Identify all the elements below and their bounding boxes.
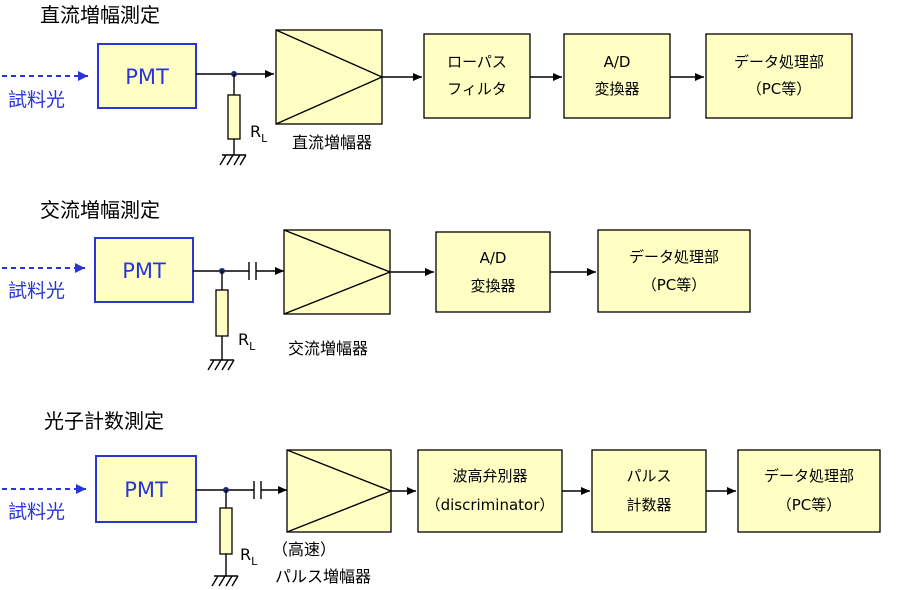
amplifier-block — [283, 229, 391, 315]
discriminator-block — [417, 449, 563, 533]
load-resistor — [215, 289, 229, 337]
pmt-block — [94, 237, 194, 303]
block-label-line: フィルタ — [447, 80, 507, 98]
sample-light-label: 試料光 — [8, 89, 65, 111]
amplifier-label: パルス増幅器 — [275, 567, 371, 586]
block-label-line: （discriminator） — [426, 496, 555, 514]
block-label-line: パルス — [626, 467, 671, 485]
ground-icon — [219, 154, 247, 166]
data-processing-block — [705, 33, 853, 119]
amplifier-block — [275, 29, 383, 125]
block-label-line: 波高弁別器 — [452, 467, 527, 485]
ad-converter-block — [563, 33, 671, 119]
section-title: 直流増幅測定 — [40, 3, 160, 27]
pmt-label: PMT — [122, 259, 166, 283]
block-label-line: 変換器 — [594, 80, 639, 98]
load-resistor — [219, 507, 233, 555]
block-label-line: 変換器 — [470, 277, 515, 295]
block-label-line: A/D — [480, 249, 507, 267]
resistor-label: RL — [238, 330, 256, 353]
section-photon-counting: 光子計数測定 試料光 PMT RL （高速） パルス増幅器 波高弁別器 — [2, 409, 881, 587]
section-title: 光子計数測定 — [44, 409, 164, 433]
pmt-label: PMT — [124, 478, 168, 502]
block-label-line: （PC等） — [747, 80, 812, 98]
data-processing-block — [597, 229, 751, 313]
block-label-line: A/D — [604, 53, 631, 71]
pmt-block — [95, 455, 197, 523]
block-label-line: 計数器 — [626, 496, 671, 514]
capacitor-icon — [253, 481, 262, 499]
amplifier-label: 交流増幅器 — [288, 339, 368, 358]
block-label-line: （PC等） — [642, 276, 707, 294]
data-processing-block — [737, 449, 881, 533]
block-label-line: （PC等） — [777, 496, 842, 514]
section-title: 交流増幅測定 — [40, 198, 160, 222]
block-label-line: ローパス — [447, 53, 507, 71]
amplifier-label: （高速） — [272, 540, 336, 559]
resistor-label: RL — [240, 545, 258, 568]
load-resistor — [227, 94, 241, 140]
amplifier-block — [286, 449, 392, 533]
block-label-line: データ処理部 — [734, 53, 824, 71]
lowpass-filter-block — [423, 33, 531, 119]
ground-icon — [207, 359, 235, 371]
capacitor-icon — [248, 262, 257, 280]
pulse-counter-block — [591, 449, 707, 533]
pmt-label: PMT — [125, 65, 169, 89]
section-ac-amplification: 交流増幅測定 試料光 PMT RL 交流増幅器 A/D 変換器 — [2, 198, 751, 371]
block-label-line: データ処理部 — [764, 467, 854, 485]
sample-light-label: 試料光 — [8, 280, 65, 302]
resistor-label: RL — [250, 122, 268, 145]
sample-light-label: 試料光 — [8, 501, 65, 523]
block-label-line: データ処理部 — [629, 248, 719, 266]
pmt-block — [97, 43, 197, 109]
ground-icon — [211, 575, 239, 587]
amplifier-label: 直流増幅器 — [292, 133, 372, 152]
section-dc-amplification: 直流増幅測定 試料光 PMT RL 直流増幅器 ローパス フィルタ — [2, 3, 853, 166]
ad-converter-block — [435, 231, 551, 313]
